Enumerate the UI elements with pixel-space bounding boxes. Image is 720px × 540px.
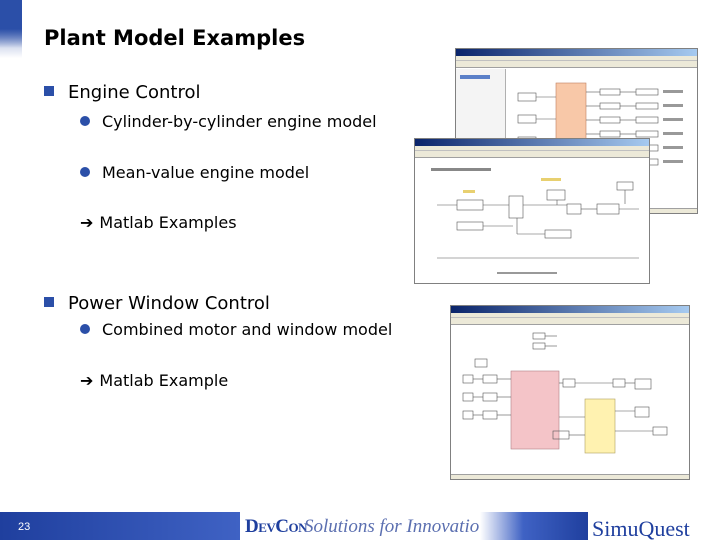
power-window-model-diagram [462, 332, 668, 454]
bullet-mean-value-model: Mean-value engine model [80, 163, 309, 182]
square-bullet-icon [44, 297, 54, 307]
slide-title: Plant Model Examples [44, 26, 306, 50]
window-titlebar [451, 306, 689, 313]
round-bullet-icon [80, 323, 90, 334]
footer-tagline: Solutions for Innovation [304, 516, 489, 537]
window-toolbar [456, 61, 697, 68]
arrow-right-icon: ➔ [80, 371, 94, 390]
bullet-engine-matlab[interactable]: ➔Matlab Examples [80, 213, 237, 232]
bullet-engine-control: Engine Control [44, 82, 200, 103]
page-number: 23 [18, 521, 31, 533]
window-toolbar [451, 318, 689, 325]
simuquest-logo: SimuQuest [592, 516, 690, 540]
footer-left-band: 23 [0, 512, 240, 540]
window-menubar [456, 56, 697, 61]
round-bullet-icon [80, 166, 90, 177]
slide-footer: 23 DevCon Solutions for Innovation SimuQ… [0, 510, 720, 540]
round-bullet-icon [80, 115, 90, 126]
bullet-cylinder-model: Cylinder-by-cylinder engine model [80, 112, 377, 131]
window-titlebar [415, 139, 649, 146]
square-bullet-icon [44, 86, 54, 96]
window-menubar [415, 146, 649, 151]
devcon-logo: DevCon [245, 516, 308, 537]
screenshot-power-window-model [450, 305, 690, 480]
mean-value-model-diagram [431, 168, 639, 274]
footer-mid-band [480, 512, 588, 540]
left-accent-bar [0, 0, 22, 58]
bullet-window-matlab[interactable]: ➔Matlab Example [80, 371, 229, 390]
bullet-power-window: Power Window Control [44, 293, 270, 314]
screenshot-mean-value-model [414, 138, 650, 284]
window-titlebar [456, 49, 697, 56]
window-statusbar [451, 474, 689, 479]
arrow-right-icon: ➔ [80, 213, 94, 232]
window-toolbar [415, 151, 649, 158]
window-menubar [451, 313, 689, 318]
bullet-combined-model: Combined motor and window model [80, 320, 392, 339]
